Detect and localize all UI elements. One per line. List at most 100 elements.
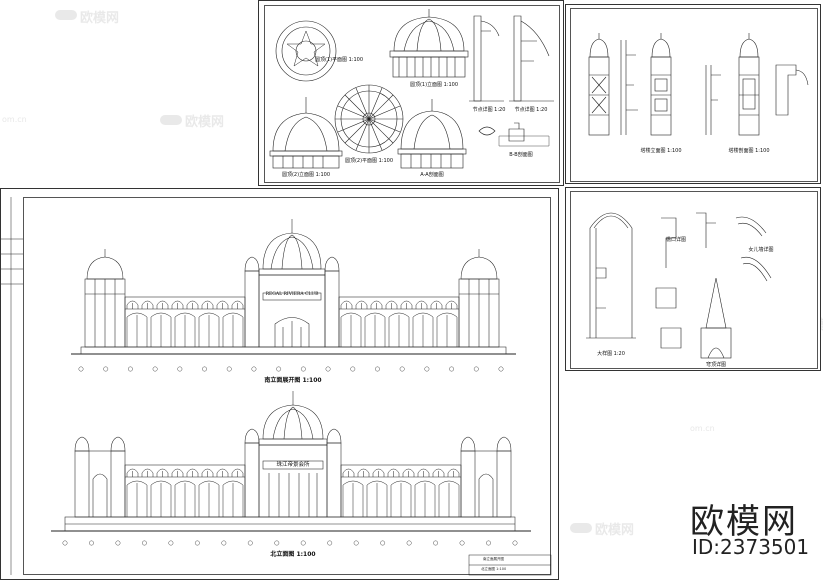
axis-bubble <box>327 540 333 546</box>
caption-dome-plan-a: 圆顶(1)平面图 1:100 <box>314 57 364 63</box>
axis-bubble <box>247 540 253 546</box>
axis-bubble <box>276 366 282 372</box>
axis-bubbles <box>62 366 518 546</box>
detail-drawings-canvas <box>586 212 772 359</box>
watermark-text: 欧模网 <box>595 523 635 538</box>
south-arch-window <box>412 312 434 347</box>
south-upper-arch <box>186 300 199 309</box>
caption-section-b: B-B剖面图 <box>509 152 533 158</box>
caption-detail-d: 女儿墙详图 <box>748 247 774 253</box>
axis-bubble <box>152 366 158 372</box>
south-upper-arch <box>156 300 169 309</box>
south-arch-window <box>174 312 196 347</box>
watermark-cloud-icon <box>160 115 182 125</box>
north-upper-arch <box>186 468 199 477</box>
north-arches <box>126 468 460 517</box>
north-arch-window <box>150 480 172 517</box>
sheet-frame <box>570 191 818 369</box>
north-upper-arch <box>387 468 400 477</box>
south-upper-arch <box>385 300 398 309</box>
axis-bubble <box>226 366 232 372</box>
south-upper-arch <box>370 300 383 309</box>
axis-bubble <box>300 366 306 372</box>
south-upper-arch <box>141 300 154 309</box>
south-arch-window <box>340 312 362 347</box>
sheet-tower-details: 塔楼立面图 1:100 塔楼剖面图 1:100 <box>565 4 821 184</box>
axis-bubble <box>512 540 518 546</box>
south-upper-arch <box>126 300 139 309</box>
south-upper-arch <box>400 300 413 309</box>
axis-bubble <box>498 366 504 372</box>
axis-bubble <box>221 540 227 546</box>
title-block-name-2: 北立面图 1:100 <box>481 567 507 571</box>
north-upper-arch <box>231 468 244 477</box>
north-upper-arch <box>402 468 415 477</box>
caption-node-a: 节点详图 1:20 <box>472 107 506 113</box>
caption-section-a: A-A剖面图 <box>420 172 444 178</box>
axis-bubble <box>194 540 200 546</box>
sheet-frame <box>23 197 551 575</box>
left-title-strip <box>1 197 23 575</box>
south-upper-arch <box>340 300 353 309</box>
watermark-url: om.cn <box>2 115 27 124</box>
axis-bubble <box>202 366 207 372</box>
sheet-frame <box>264 5 560 183</box>
axis-bubble <box>168 540 174 546</box>
main-elevations-drawing <box>1 197 552 576</box>
axis-bubble <box>62 540 68 546</box>
south-arch-window <box>222 312 244 347</box>
axis-bubble <box>406 540 412 546</box>
title-block-name-1: 南立面展开图 <box>483 557 504 561</box>
axis-bubble <box>142 540 147 546</box>
north-arch-window <box>438 480 460 517</box>
north-upper-arch <box>216 468 229 477</box>
axis-bubble <box>459 540 465 546</box>
axis-bubble <box>251 366 257 372</box>
axis-bubble <box>433 540 438 546</box>
south-arch-window <box>126 312 148 347</box>
brand-name: 欧模网 <box>690 502 798 542</box>
north-upper-arch <box>141 468 154 477</box>
north-arch-window <box>414 480 436 517</box>
watermark-cloud-icon <box>570 523 592 533</box>
north-upper-arch <box>156 468 169 477</box>
north-arch-window <box>198 480 220 517</box>
sheet-frame <box>570 8 818 182</box>
north-upper-arch <box>447 468 460 477</box>
south-elevation <box>71 219 516 355</box>
south-arch-window <box>198 312 220 347</box>
north-arch-window <box>174 480 196 517</box>
south-sign: REGAL RIVIERA CLUB <box>265 292 319 297</box>
caption-east-elevation: 北立面图 1:100 <box>270 551 316 558</box>
watermark-url: om.cn <box>690 424 715 433</box>
north-arch-window <box>366 480 388 517</box>
north-sign: 珠江帝景会所 <box>276 462 310 468</box>
axis-bubble <box>103 366 109 372</box>
south-arch-window <box>388 312 410 347</box>
south-upper-arch <box>355 300 368 309</box>
axis-bubble <box>128 366 133 372</box>
caption-tower-elev: 塔楼立面图 1:100 <box>640 148 682 154</box>
north-upper-arch <box>201 468 214 477</box>
south-upper-arch <box>171 300 184 309</box>
axis-bubble <box>89 540 94 546</box>
caption-detail-c: 檐口详图 <box>665 237 687 243</box>
south-upper-arch <box>445 300 458 309</box>
south-upper-arch <box>201 300 214 309</box>
caption-dome-elev-b: 圆顶(2)立面图 1:100 <box>281 172 331 178</box>
caption-south-elevation: 南立面展开图 1:100 <box>264 377 322 384</box>
north-upper-arch <box>126 468 139 477</box>
watermark-text: 欧模网 <box>80 11 120 26</box>
axis-bubble <box>350 366 356 372</box>
south-upper-arch <box>415 300 428 309</box>
axis-bubble <box>300 540 306 546</box>
south-upper-arch <box>231 300 244 309</box>
caption-dome-elev-a: 圆顶(1)立面图 1:100 <box>409 82 459 88</box>
axis-bubble <box>424 366 430 372</box>
sheet-dome-details: 圆顶(1)平面图 1:100 圆顶(1)立面图 1:100 圆顶(2)立面图 1… <box>258 0 564 186</box>
caption-detail-e: 穹顶详图 <box>705 362 727 368</box>
north-upper-arch <box>342 468 355 477</box>
axis-bubble <box>473 366 479 372</box>
north-upper-arch <box>357 468 370 477</box>
dome-details-drawing <box>269 9 554 169</box>
